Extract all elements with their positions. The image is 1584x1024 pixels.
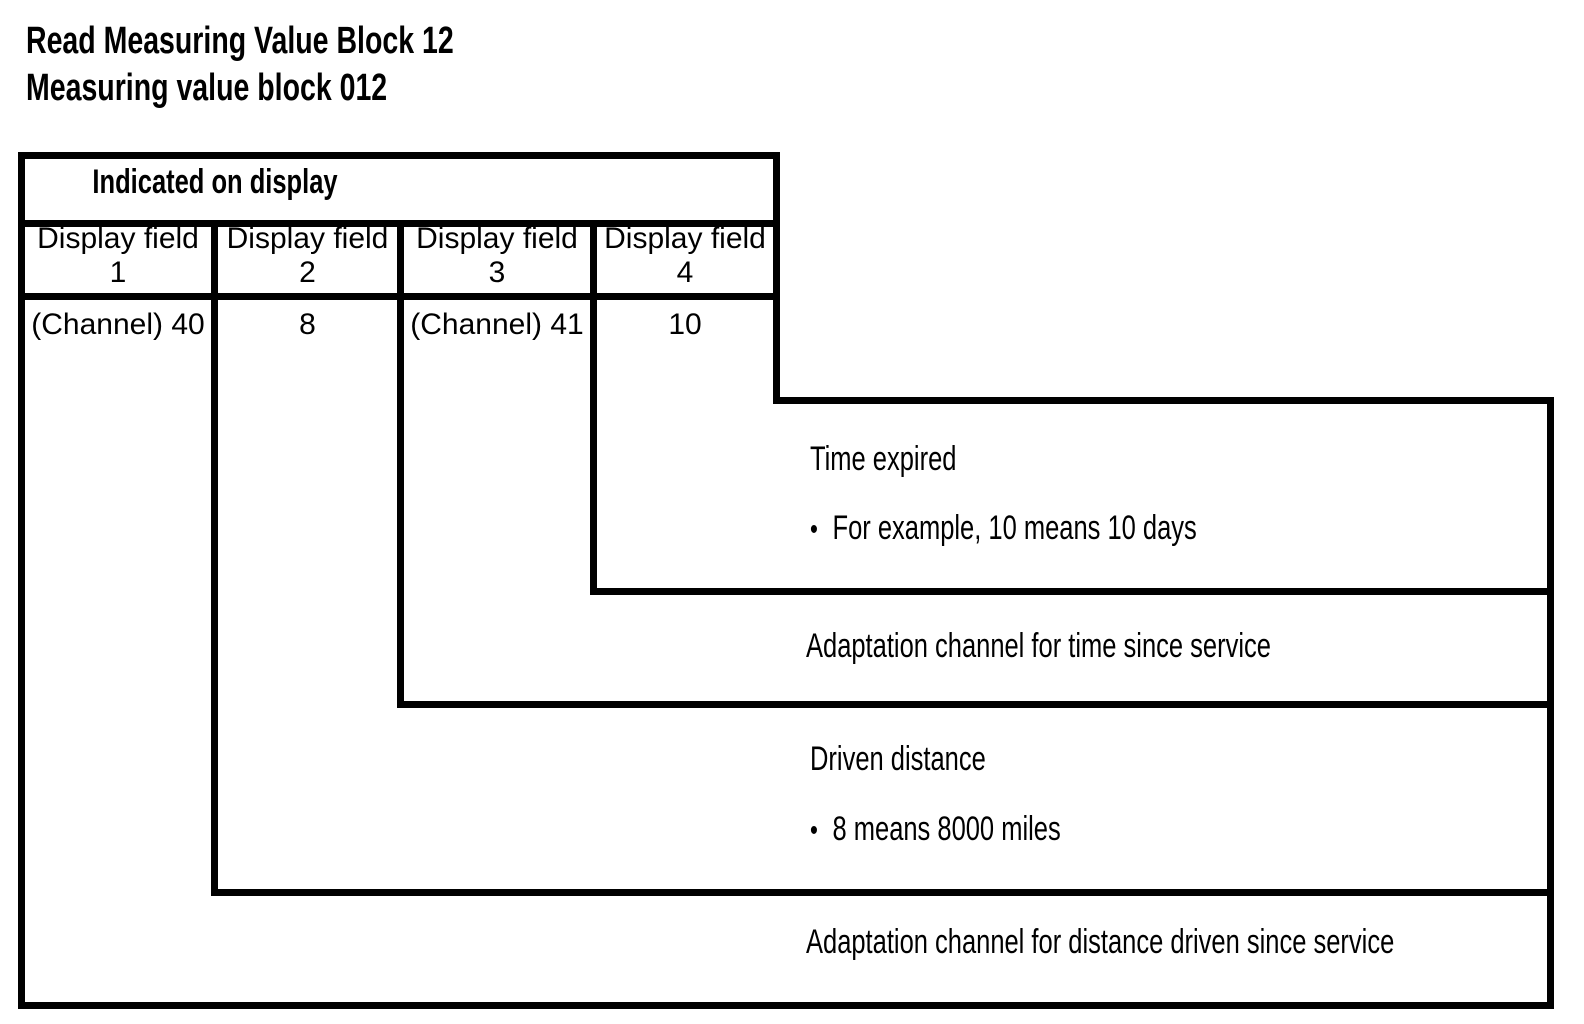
column-header-4-label: Display field xyxy=(604,222,766,255)
callout-field1-title: Adaptation channel for distance driven s… xyxy=(806,923,1395,961)
column-3-4-border-and-callout-4 xyxy=(590,220,597,595)
value-field-1: (Channel) 40 xyxy=(31,308,205,341)
column-header-1: Display field 1 xyxy=(25,222,211,290)
callout-step-line-field2 xyxy=(397,701,1554,708)
column-header-1-label: Display field xyxy=(37,222,199,255)
diagram-bottom-line xyxy=(18,1002,1554,1009)
callout-step-line-field1 xyxy=(211,889,1554,896)
table-right-border xyxy=(773,152,780,404)
table-top-border xyxy=(18,152,780,159)
column-header-3-label: Display field xyxy=(416,222,578,255)
callout-field2-note-text: 8 means 8000 miles xyxy=(832,810,1061,848)
table-left-border-and-callout-1 xyxy=(18,152,25,1009)
callout-field2-title: Driven distance xyxy=(810,740,986,778)
callout-step-line-field3 xyxy=(590,588,1554,595)
callout-field3-title: Adaptation channel for time since servic… xyxy=(806,627,1271,665)
table-header: Indicated on display xyxy=(92,163,338,201)
column-header-2-label: Display field xyxy=(226,222,389,255)
value-field-2: 8 xyxy=(299,308,316,341)
callout-step-line-field4 xyxy=(773,397,1554,404)
column-header-4-number: 4 xyxy=(676,256,694,289)
callout-field4-note-text: For example, 10 means 10 days xyxy=(832,509,1197,547)
bullet-icon: • xyxy=(810,513,818,546)
page-title-line-2: Measuring value block 012 xyxy=(26,67,388,109)
callout-field4-note: • For example, 10 means 10 days xyxy=(810,506,1197,552)
column-header-1-number: 1 xyxy=(109,256,127,289)
column-header-2: Display field 2 xyxy=(218,222,397,290)
page-title-line-1: Read Measuring Value Block 12 xyxy=(26,20,454,62)
column-2-3-border-and-callout-3 xyxy=(397,220,404,708)
column-header-2-number: 2 xyxy=(299,256,316,289)
callout-right-edge-line xyxy=(1547,397,1554,1009)
value-field-4: 10 xyxy=(668,308,702,341)
value-field-3: (Channel) 41 xyxy=(410,308,584,341)
column-header-3: Display field 3 xyxy=(404,222,590,290)
callout-field4-title: Time expired xyxy=(810,440,957,478)
column-header-3-number: 3 xyxy=(488,256,506,289)
bullet-icon: • xyxy=(810,814,818,847)
callout-field2-note: • 8 means 8000 miles xyxy=(810,807,1061,853)
column-1-2-border-and-callout-2 xyxy=(211,220,218,896)
column-header-4: Display field 4 xyxy=(597,222,773,290)
